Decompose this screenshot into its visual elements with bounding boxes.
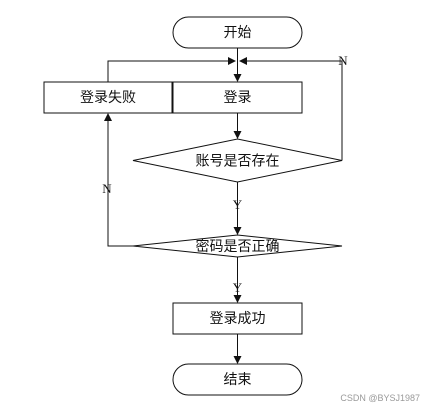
start-label: 开始	[224, 25, 252, 41]
arrowhead-failed-login	[228, 57, 236, 65]
end-label: 结束	[224, 372, 252, 388]
login-process	[172, 81, 303, 114]
connector-failed-login	[107, 60, 228, 82]
watermark: CSDN @BYSJ1987	[340, 393, 420, 403]
connector-account-no	[247, 60, 343, 161]
account-yes-label: Y	[233, 197, 243, 212]
arrowhead-start-login	[233, 74, 242, 82]
arrowhead-success-end	[233, 356, 242, 364]
login-label: 登录	[224, 90, 252, 106]
account-no-label: N	[338, 53, 348, 68]
arrowhead-password-no	[104, 113, 112, 121]
password-check-label: 密码是否正确	[196, 238, 280, 255]
connector-password-no	[107, 121, 133, 247]
arrowhead-account-yes	[233, 227, 242, 235]
end-node	[172, 363, 303, 396]
login-failed-label: 登录失败	[80, 90, 136, 106]
password-yes-label: Y	[233, 280, 243, 295]
account-check-label: 账号是否存在	[196, 154, 280, 170]
arrowhead-password-yes	[233, 295, 242, 303]
login-success-label: 登录成功	[210, 311, 266, 327]
password-no-label: N	[102, 181, 112, 196]
arrowhead-login-account	[233, 131, 242, 139]
arrowhead-account-no	[239, 57, 247, 65]
